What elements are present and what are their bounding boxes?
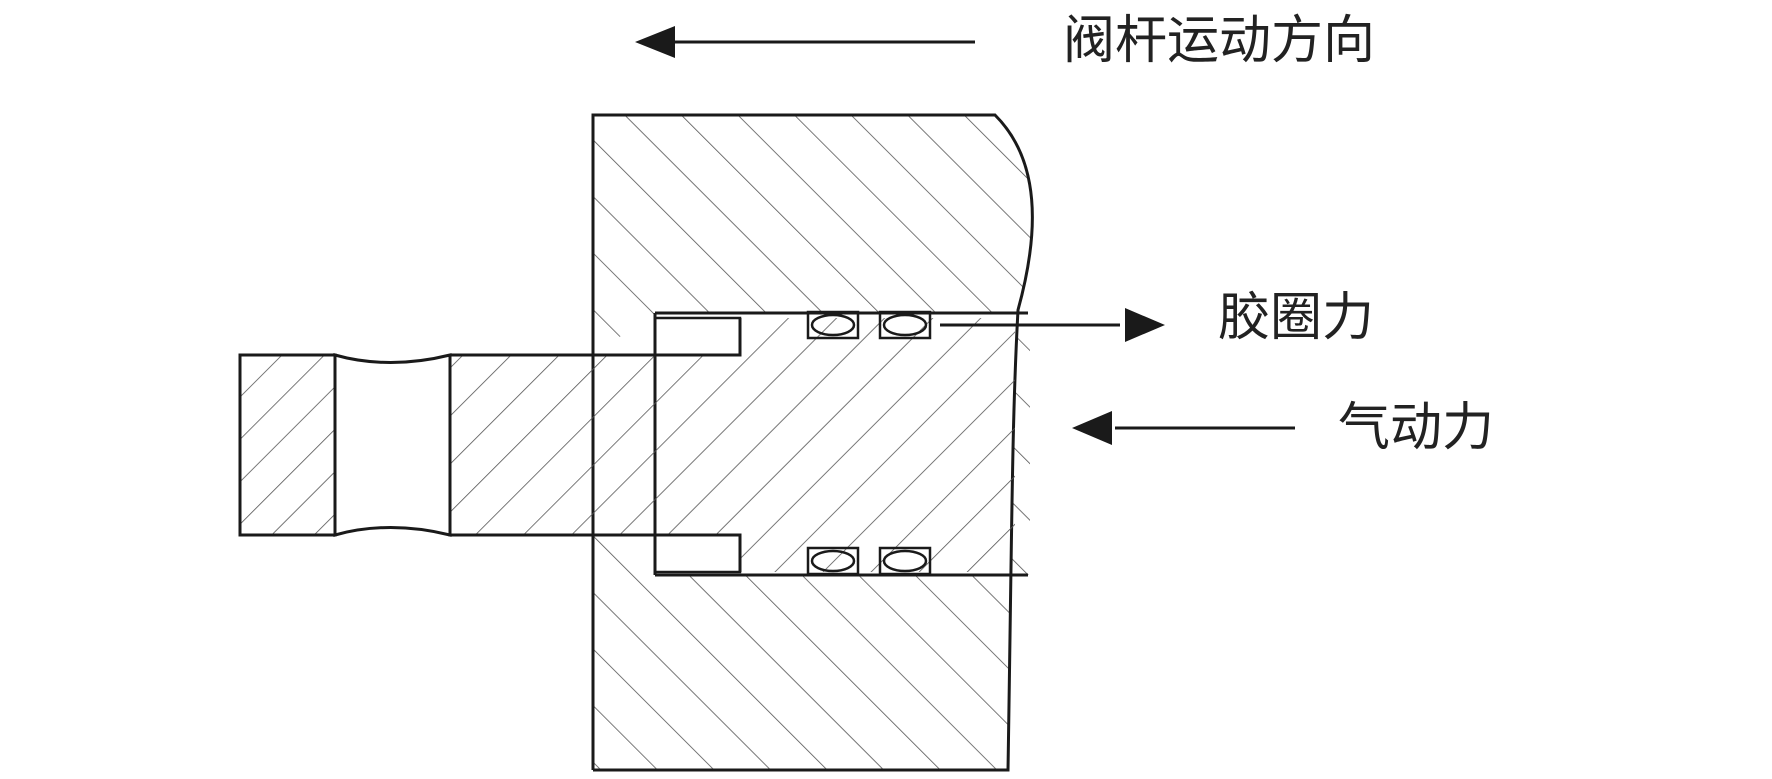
o-ring-seals — [806, 310, 932, 576]
stem-end-block — [238, 353, 337, 537]
pneumatic-force-arrow — [1072, 411, 1295, 445]
o-ring-top-right — [878, 310, 932, 340]
o-ring-top-left — [806, 310, 860, 340]
seal-force-arrow — [940, 308, 1165, 342]
motion-direction-arrow — [635, 26, 975, 58]
stem-neck — [333, 353, 452, 537]
valve-stem — [448, 316, 1015, 574]
pneumatic-force-label: 气动力 — [1338, 398, 1494, 458]
motion-direction-label: 阀杆运动方向 — [1063, 11, 1375, 71]
o-ring-bottom-right — [878, 546, 932, 576]
o-ring-bottom-left — [806, 546, 860, 576]
seal-force-label: 胶圈力 — [1218, 288, 1374, 348]
